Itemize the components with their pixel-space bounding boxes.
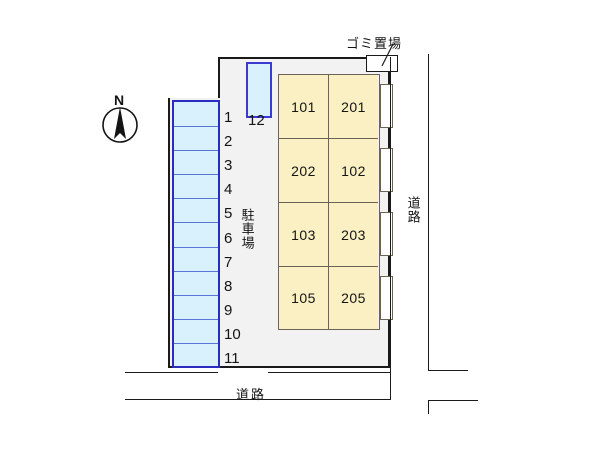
stall-divider xyxy=(174,222,218,223)
road-right-label: 道路 xyxy=(405,196,421,224)
stall-number-10: 10 xyxy=(224,326,241,343)
road-right-outer-end xyxy=(428,370,468,371)
parking-stall-column xyxy=(172,100,220,368)
road-right-outer-edge xyxy=(428,54,429,370)
stall-number-3: 3 xyxy=(224,157,233,174)
road-right-inner-edge xyxy=(390,57,391,372)
stall-divider xyxy=(174,271,218,272)
road-bottom-upper-edge-left xyxy=(125,372,218,373)
road-bottom-upper-edge-right xyxy=(268,372,390,373)
unit-102: 102 xyxy=(329,139,378,203)
compass-north-label: N xyxy=(114,92,125,108)
stall-number-9: 9 xyxy=(224,302,233,319)
parking-lot-label: 駐車場 xyxy=(239,208,255,250)
stall-divider xyxy=(174,198,218,199)
stall-divider xyxy=(174,343,218,344)
stall-divider xyxy=(174,319,218,320)
stall-number-11: 11 xyxy=(224,350,240,367)
stall-divider xyxy=(174,247,218,248)
stall-number-2: 2 xyxy=(224,133,233,150)
unit-202: 202 xyxy=(279,139,329,203)
stall-number-12: 12 xyxy=(248,112,265,129)
balcony-1 xyxy=(380,84,393,128)
stall-number-6: 6 xyxy=(224,230,233,247)
intersection-corner-hline xyxy=(428,400,478,401)
garbage-leader-line xyxy=(381,43,394,67)
unit-103: 103 xyxy=(279,203,329,267)
unit-201: 201 xyxy=(329,75,378,139)
garbage-area-label: ゴミ置場 xyxy=(346,36,403,51)
road-bottom-label: 道路 xyxy=(236,387,267,402)
apartment-building-block: 101 201 202 102 103 203 105 205 xyxy=(278,74,380,330)
stall-divider xyxy=(174,174,218,175)
balcony-3 xyxy=(380,212,393,256)
stall-divider xyxy=(174,126,218,127)
stall-number-5: 5 xyxy=(224,205,233,222)
road-bottom-right-end xyxy=(390,372,391,400)
balcony-2 xyxy=(380,148,393,192)
unit-105: 105 xyxy=(279,267,329,329)
unit-205: 205 xyxy=(329,267,378,329)
stall-divider xyxy=(174,295,218,296)
north-arrow-icon xyxy=(102,107,138,143)
intersection-corner-vline xyxy=(428,400,429,414)
stall-number-4: 4 xyxy=(224,181,233,198)
balcony-4 xyxy=(380,276,393,320)
stall-number-8: 8 xyxy=(224,278,233,295)
road-bottom-lower-edge xyxy=(125,399,390,400)
stall-number-7: 7 xyxy=(224,254,233,271)
unit-203: 203 xyxy=(329,203,378,267)
parking-stall-12 xyxy=(246,62,272,118)
stall-divider xyxy=(174,150,218,151)
unit-101: 101 xyxy=(279,75,329,139)
stall-number-1: 1 xyxy=(224,109,233,126)
